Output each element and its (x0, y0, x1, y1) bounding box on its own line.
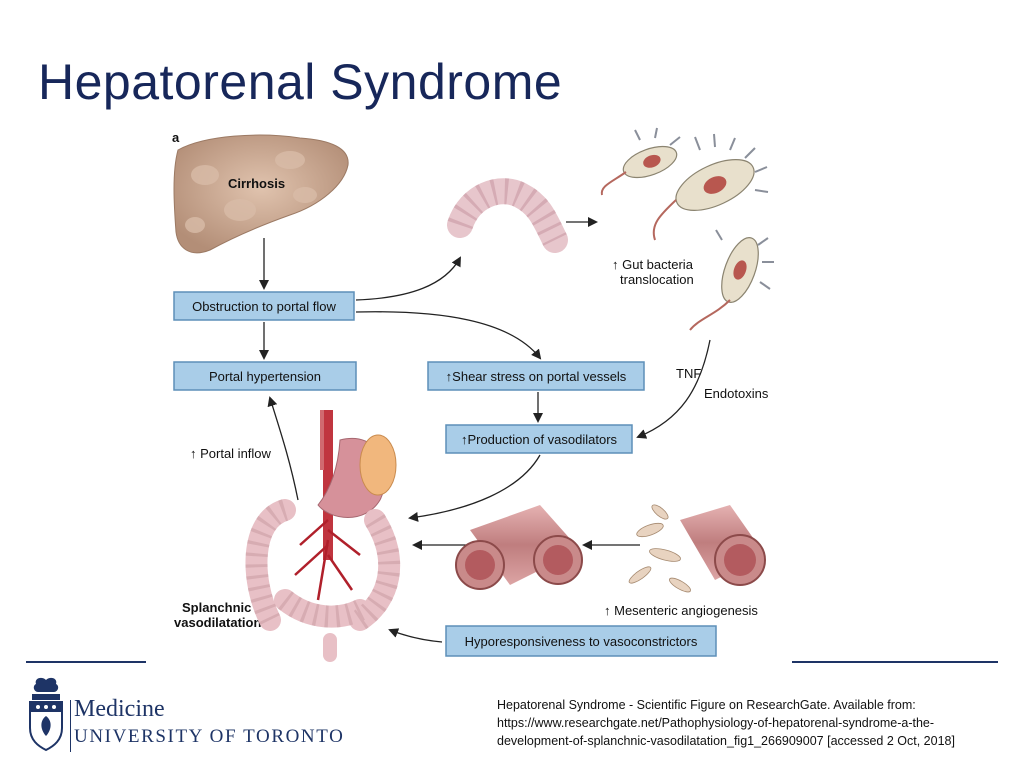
hepatorenal-diagram: a Cirrhosis (172, 127, 774, 662)
splanchnic-label: Splanchnic (182, 600, 251, 615)
endotoxins-label: Endotoxins (704, 386, 769, 401)
footer-rule-left (26, 661, 146, 663)
dilated-vessels-illustration (455, 505, 583, 590)
liver-illustration (173, 134, 349, 254)
university-logo: Medicine UNIVERSITY OF TORONTO (24, 674, 364, 760)
box-production-vasodilators: ↑Production of vasodilators (445, 424, 633, 454)
box-hyporesponsiveness: Hyporesponsiveness to vasoconstrictors (445, 625, 717, 657)
svg-text:↑Production of vasodilators: ↑Production of vasodilators (461, 432, 618, 447)
flow-arrows (259, 217, 711, 643)
slide-title: Hepatorenal Syndrome (38, 54, 563, 110)
svg-text:Obstruction to portal flow: Obstruction to portal flow (192, 299, 336, 314)
bacteria-illustration (600, 127, 774, 331)
translocation-label: translocation (620, 272, 694, 287)
vasodilatation-label: vasodilatation (174, 615, 261, 630)
box-obstruction-portal-flow: Obstruction to portal flow (173, 291, 355, 321)
footer-rule-right (792, 661, 998, 663)
box-portal-hypertension: Portal hypertension (173, 361, 357, 391)
tnf-label: TNF (676, 366, 701, 381)
logo-divider (70, 700, 71, 752)
cirrhosis-label: Cirrhosis (228, 176, 285, 191)
svg-text:Portal hypertension: Portal hypertension (209, 369, 321, 384)
portal-inflow-label: ↑ Portal inflow (190, 446, 272, 461)
angiogenesis-vessel-illustration (628, 504, 766, 593)
svg-text:Hyporesponsiveness to vasocons: Hyporesponsiveness to vasoconstrictors (465, 634, 698, 649)
citation-text: Hepatorenal Syndrome - Scientific Figure… (497, 698, 955, 748)
splanchnic-organs-illustration (245, 410, 401, 662)
gut-bacteria-label: ↑ Gut bacteria (612, 257, 694, 272)
panel-label: a (172, 130, 180, 145)
intestine-segment-illustration (447, 178, 568, 253)
svg-text:↑Shear stress on portal vessel: ↑Shear stress on portal vessels (446, 369, 627, 384)
logo-medicine: Medicine (74, 696, 165, 722)
angiogenesis-label: ↑ Mesenteric angiogenesis (604, 603, 758, 618)
logo-university: UNIVERSITY OF TORONTO (74, 726, 345, 747)
box-shear-stress: ↑Shear stress on portal vessels (427, 361, 645, 391)
crest-icon (29, 677, 63, 752)
